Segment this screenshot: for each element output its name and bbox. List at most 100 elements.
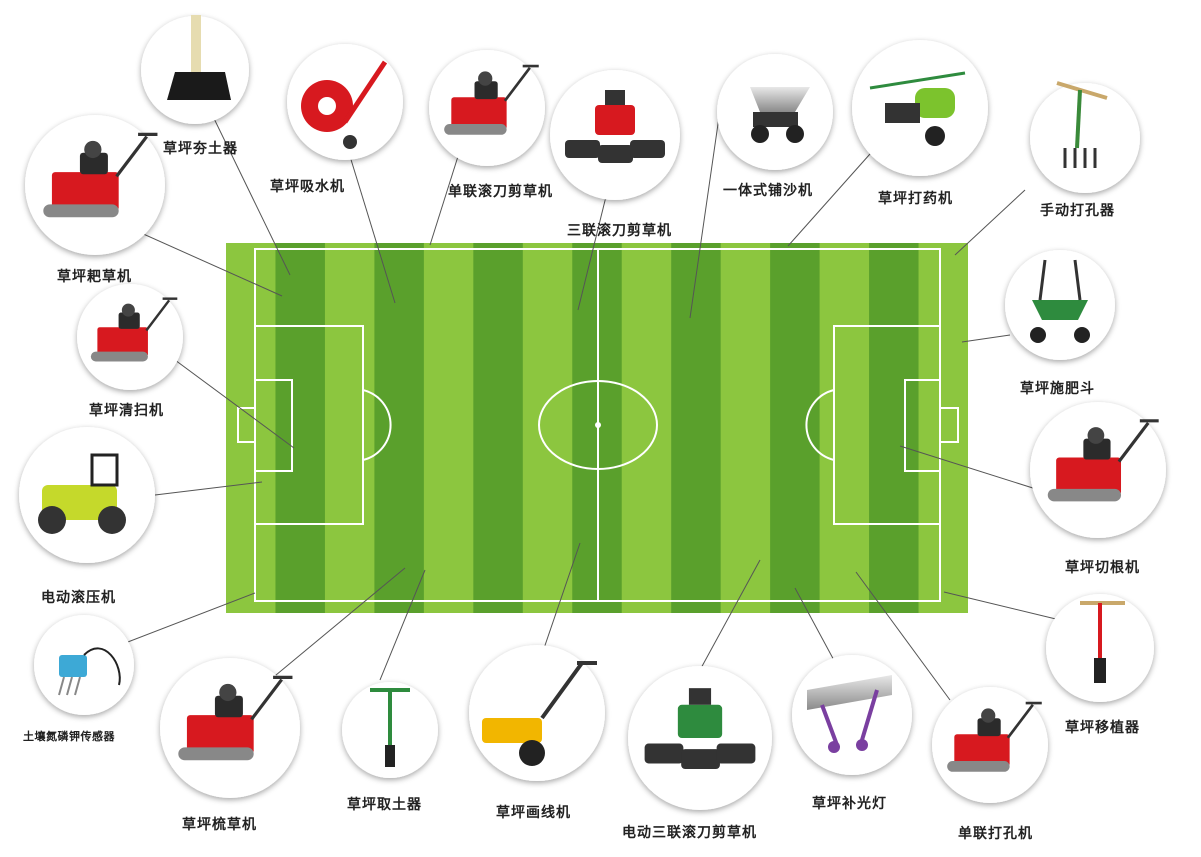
wheel [925, 126, 945, 146]
engine [118, 312, 140, 329]
roller [178, 747, 254, 761]
label-tamper: 草坪夯土器 [163, 141, 238, 157]
tube [1094, 658, 1106, 683]
roller [444, 124, 507, 135]
red-machine-icon [178, 675, 293, 761]
sprayer-icon [869, 71, 966, 146]
connector-line [943, 591, 1061, 621]
handle [1038, 259, 1047, 301]
wheel [828, 741, 840, 753]
handle [1117, 421, 1150, 463]
engine-cap [981, 708, 996, 723]
tractor-mower-icon [565, 90, 665, 163]
wood-handle [191, 15, 201, 75]
machine-body [1056, 457, 1122, 496]
label-line-marker: 草坪画线机 [496, 805, 571, 821]
handle [540, 661, 584, 720]
handle [145, 299, 171, 332]
hopper [750, 87, 810, 112]
label-single-aerator: 单联打孔机 [958, 826, 1033, 842]
label-sensor: 土壤氮磷钾传感器 [23, 730, 115, 743]
turf-stripe [473, 243, 523, 613]
center-spot [595, 422, 601, 428]
equipment-bubble-grow-light [792, 655, 912, 775]
frame [820, 704, 839, 746]
engine [885, 103, 920, 123]
connector-line [204, 99, 291, 276]
grow-light-icon [807, 675, 892, 753]
connector-line [954, 189, 1026, 256]
drum [98, 506, 126, 534]
machine-body [97, 327, 148, 357]
connector-line [379, 569, 426, 681]
turf-stripe [770, 243, 820, 613]
engine-cap [84, 140, 102, 159]
handle [342, 60, 388, 124]
chassis [753, 112, 798, 127]
red-machine-icon [43, 132, 158, 218]
sensor-box [59, 655, 87, 677]
tractor-body [677, 704, 723, 738]
label-sprayer: 草坪打药机 [878, 191, 953, 207]
connector-line [689, 109, 721, 319]
equipment-bubble-manual-aerator [1030, 81, 1140, 193]
shaft [1075, 89, 1082, 149]
roller-icon [38, 453, 126, 534]
reel-right [716, 743, 756, 764]
hopper [1032, 300, 1088, 320]
bubble-circle [792, 655, 912, 775]
right-goal [939, 407, 959, 443]
equipment-bubbles [19, 15, 1166, 810]
connector-line [429, 149, 461, 246]
handle [1006, 704, 1034, 739]
label-comb: 草坪梳草机 [182, 817, 257, 833]
engine [474, 81, 498, 100]
red-machine-icon [1047, 419, 1159, 502]
label-roller: 电动滚压机 [41, 590, 116, 606]
wheel [1030, 327, 1046, 343]
drum-hub [318, 97, 336, 115]
wheel [343, 135, 357, 149]
red-machine-icon [947, 701, 1042, 772]
drum [38, 506, 66, 534]
turf-stripe [869, 243, 919, 613]
transplanter-icon [1080, 601, 1125, 683]
cable [83, 647, 121, 686]
handle [115, 135, 148, 178]
red-machine-icon [444, 64, 539, 135]
equipment-bubble-soil-sampler [342, 682, 438, 778]
wheel [751, 125, 769, 143]
body [482, 718, 542, 743]
seat [605, 90, 625, 105]
connector-line [855, 571, 951, 701]
machine-body [451, 97, 507, 130]
roller [947, 761, 1010, 772]
engine-cap [478, 71, 493, 86]
boom [869, 71, 966, 90]
wheel [1074, 327, 1090, 343]
equipment-bubble-electric-triple [628, 666, 772, 810]
football-field [226, 243, 968, 613]
left-goal [237, 407, 256, 443]
line-marker-icon [482, 661, 597, 766]
center-circle [538, 380, 658, 470]
handle-bar [1056, 81, 1108, 100]
connector-line [119, 592, 256, 646]
bubble-circle [1030, 83, 1140, 193]
engine [1083, 438, 1111, 460]
engine-cap [121, 303, 135, 317]
spreader-icon [1030, 259, 1090, 343]
cab-frame [90, 453, 119, 487]
label-sweeper: 草坪清扫机 [89, 403, 164, 419]
sand-spreader-icon [750, 87, 810, 143]
tamper-plate [167, 72, 231, 100]
wheel [856, 739, 868, 751]
connector-line [961, 334, 1011, 343]
lamp-hood [807, 675, 892, 710]
handle [503, 67, 531, 102]
reel-center [681, 749, 720, 770]
turf-stripe [671, 243, 721, 613]
equipment-bubble-verticutter [1030, 402, 1166, 538]
label-manual-aerator: 手动打孔器 [1040, 203, 1115, 219]
handle [1073, 259, 1082, 301]
